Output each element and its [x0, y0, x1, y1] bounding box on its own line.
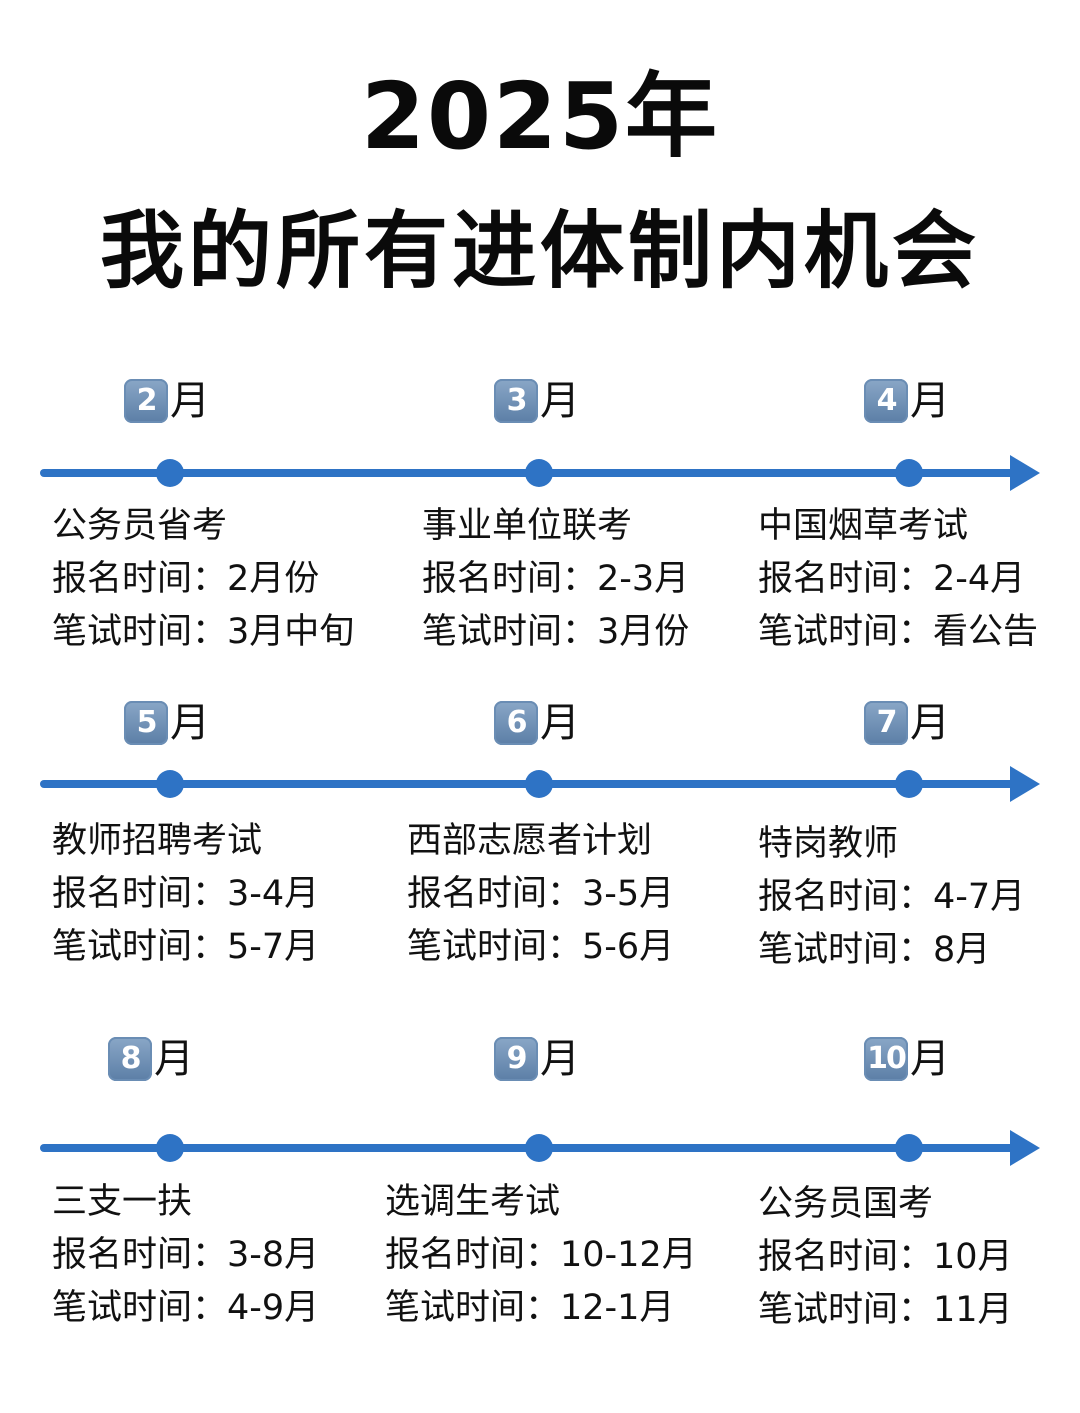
- signup-time: 报名时间：3-5月: [407, 874, 675, 914]
- timeline-dot-icon: [525, 1134, 553, 1162]
- exam-card: 三支一扶 报名时间：3-8月 笔试时间：4-9月: [52, 1176, 319, 1335]
- exam-time: 笔试时间：5-7月: [52, 927, 320, 967]
- keycap-number-icon: 5: [124, 701, 168, 745]
- month-suffix: 月: [540, 700, 580, 746]
- arrow-right-icon: [1010, 455, 1040, 491]
- exam-time: 笔试时间：3月份: [422, 612, 690, 652]
- exam-name: 公务员国考: [758, 1184, 934, 1224]
- timeline-line: [40, 453, 1040, 493]
- exam-time: 笔试时间：3月中旬: [52, 612, 355, 652]
- signup-time: 报名时间：2-4月: [758, 559, 1026, 599]
- month-label-mar: 3 月: [494, 376, 580, 426]
- month-label-apr: 4 月: [864, 376, 950, 426]
- month-suffix: 月: [540, 1036, 580, 1082]
- signup-time: 报名时间：10月: [758, 1237, 1013, 1277]
- timeline-dot-icon: [895, 459, 923, 487]
- keycap-number-icon: 6: [494, 701, 538, 745]
- exam-name: 特岗教师: [758, 824, 899, 864]
- arrow-right-icon: [1010, 1130, 1040, 1166]
- exam-card: 事业单位联考 报名时间：2-3月 笔试时间：3月份: [422, 500, 689, 659]
- arrow-right-icon: [1010, 766, 1040, 802]
- month-suffix: 月: [910, 1036, 950, 1082]
- timeline-dot-icon: [156, 459, 184, 487]
- keycap-number-icon: 9: [494, 1037, 538, 1081]
- exam-card: 特岗教师 报名时间：4-7月 笔试时间：8月: [758, 818, 1025, 977]
- exam-time: 笔试时间：11月: [758, 1290, 1013, 1330]
- month-label-jul: 7 月: [864, 698, 950, 748]
- month-label-jun: 6 月: [494, 698, 580, 748]
- exam-card: 西部志愿者计划 报名时间：3-5月 笔试时间：5-6月: [407, 815, 674, 974]
- month-label-feb: 2 月: [124, 376, 210, 426]
- keycap-number-icon: 8: [108, 1037, 152, 1081]
- exam-card: 选调生考试 报名时间：10-12月 笔试时间：12-1月: [385, 1176, 697, 1335]
- exam-name: 选调生考试: [385, 1182, 561, 1222]
- keycap-number-icon: 4: [864, 379, 908, 423]
- timeline-dot-icon: [895, 1134, 923, 1162]
- signup-time: 报名时间：2月份: [52, 559, 320, 599]
- month-label-sep: 9 月: [494, 1034, 580, 1084]
- month-label-may: 5 月: [124, 698, 210, 748]
- month-label-aug: 8 月: [108, 1034, 194, 1084]
- exam-time: 笔试时间：12-1月: [385, 1288, 675, 1328]
- exam-name: 教师招聘考试: [52, 821, 263, 861]
- exam-time: 笔试时间：4-9月: [52, 1288, 320, 1328]
- exam-name: 中国烟草考试: [758, 506, 969, 546]
- exam-card: 中国烟草考试 报名时间：2-4月 笔试时间：看公告: [758, 500, 1038, 659]
- month-suffix: 月: [154, 1036, 194, 1082]
- signup-time: 报名时间：4-7月: [758, 877, 1026, 917]
- month-suffix: 月: [170, 700, 210, 746]
- timeline-dot-icon: [156, 1134, 184, 1162]
- signup-time: 报名时间：2-3月: [422, 559, 690, 599]
- keycap-number-icon: 3: [494, 379, 538, 423]
- keycap-number-icon: 2: [124, 379, 168, 423]
- timeline-dot-icon: [525, 459, 553, 487]
- timeline-line: [40, 1128, 1040, 1168]
- month-suffix: 月: [910, 700, 950, 746]
- month-suffix: 月: [170, 378, 210, 424]
- timeline-line: [40, 764, 1040, 804]
- month-label-oct: 10 月: [864, 1034, 950, 1084]
- exam-name: 事业单位联考: [422, 506, 633, 546]
- month-suffix: 月: [540, 378, 580, 424]
- signup-time: 报名时间：3-8月: [52, 1235, 320, 1275]
- exam-card: 教师招聘考试 报名时间：3-4月 笔试时间：5-7月: [52, 815, 319, 974]
- exam-time: 笔试时间：看公告: [758, 612, 1039, 652]
- exam-time: 笔试时间：8月: [758, 930, 991, 970]
- signup-time: 报名时间：10-12月: [385, 1235, 697, 1275]
- exam-name: 公务员省考: [52, 506, 228, 546]
- keycap-number-icon: 7: [864, 701, 908, 745]
- page-title-year: 2025年: [360, 63, 720, 170]
- exam-card: 公务员国考 报名时间：10月 笔试时间：11月: [758, 1178, 1013, 1337]
- timeline-dot-icon: [525, 770, 553, 798]
- exam-name: 三支一扶: [52, 1182, 193, 1222]
- page-title-main: 我的所有进体制内机会: [99, 202, 980, 300]
- exam-time: 笔试时间：5-6月: [407, 927, 675, 967]
- signup-time: 报名时间：3-4月: [52, 874, 320, 914]
- month-suffix: 月: [910, 378, 950, 424]
- keycap-number-icon: 10: [864, 1037, 908, 1081]
- timeline-dot-icon: [895, 770, 923, 798]
- timeline-dot-icon: [156, 770, 184, 798]
- exam-card: 公务员省考 报名时间：2月份 笔试时间：3月中旬: [52, 500, 354, 659]
- exam-name: 西部志愿者计划: [407, 821, 653, 861]
